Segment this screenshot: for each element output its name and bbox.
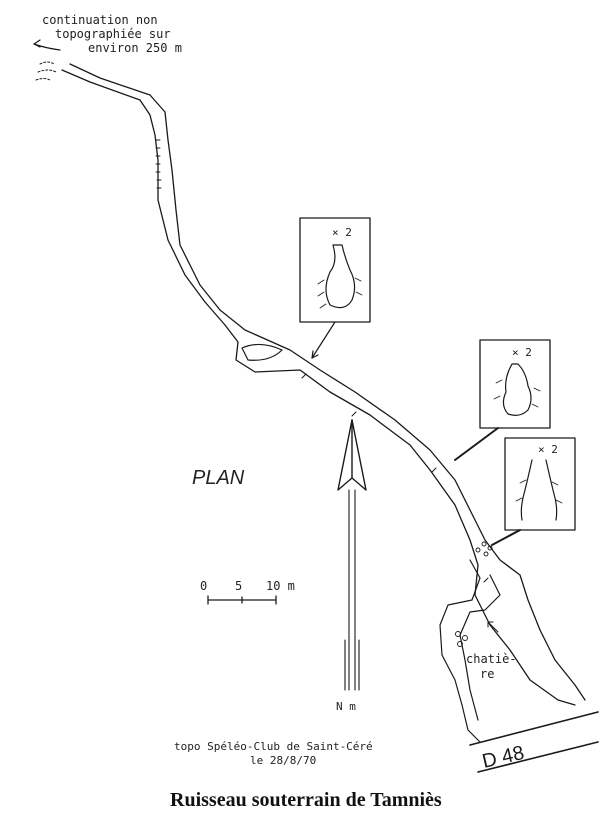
plan-label: PLAN xyxy=(192,467,245,489)
scale-line xyxy=(207,595,277,605)
cross-section-2-pointer xyxy=(454,427,499,461)
branch-blocks xyxy=(455,631,468,647)
note-line-3: environ 250 m xyxy=(88,41,182,55)
chatiere-label-line-2: re xyxy=(480,667,494,681)
road-edge-upper xyxy=(469,711,599,746)
wall-hatching xyxy=(155,139,162,189)
continuation-note: continuation non topographiée sur enviro… xyxy=(33,13,182,81)
cross-section-2-scale: × 2 xyxy=(512,346,532,359)
cross-section-2-profile xyxy=(502,363,532,416)
north-arrow-shaft xyxy=(348,489,356,691)
north-arrow-shaft-outer xyxy=(344,639,360,691)
cave-passage xyxy=(61,63,586,706)
cross-section-1-scale: × 2 xyxy=(332,226,352,239)
scale-tick-10: 10 m xyxy=(266,579,295,593)
cross-section-2-frame xyxy=(479,339,551,429)
scale-bar: 0 5 10 m xyxy=(200,579,295,605)
cross-section-2-hatch xyxy=(493,379,541,408)
branch-outline xyxy=(439,559,501,743)
map-title: Ruisseau souterrain de Tamniès xyxy=(170,789,442,811)
note-line-2: topographiée sur xyxy=(55,27,171,41)
cross-section-1-pointer xyxy=(311,321,336,359)
scale-tick-5: 5 xyxy=(235,579,242,593)
cross-section-2: × 2 xyxy=(454,339,551,461)
pillar-outline xyxy=(241,343,283,361)
cross-section-3-scale: × 2 xyxy=(538,443,558,456)
wall-arrows xyxy=(301,373,489,583)
note-line-1: continuation non xyxy=(42,13,158,27)
passage-left-wall xyxy=(61,69,576,706)
cross-section-1-pointer-head xyxy=(311,350,319,359)
side-branch: chatiè- re xyxy=(439,559,517,743)
passage-right-wall xyxy=(69,63,586,701)
cross-section-1-profile xyxy=(325,244,356,309)
cross-section-3: × 2 xyxy=(491,437,576,546)
cross-section-3-profile xyxy=(520,459,558,521)
chatiere-arrow xyxy=(487,621,499,633)
scale-tick-0: 0 xyxy=(200,579,207,593)
chatiere-label-line-1: chatiè- xyxy=(466,652,517,666)
credits-line-2: le 28/8/70 xyxy=(250,754,316,767)
north-label: N m xyxy=(336,700,356,713)
road: D 48 xyxy=(469,711,599,773)
block-markers xyxy=(475,541,493,557)
cross-section-1-hatch xyxy=(317,277,363,309)
cross-section-3-pointer xyxy=(491,529,521,546)
continuation-arrow xyxy=(33,43,61,51)
continuation-arrow-head xyxy=(33,39,41,48)
cross-section-3-frame xyxy=(504,437,576,531)
road-edge-lower xyxy=(477,741,599,773)
unsurveyed-dashes xyxy=(35,61,57,81)
credits-line-1: topo Spéléo-Club de Saint-Céré xyxy=(174,740,373,753)
cross-section-3-hatch xyxy=(515,479,563,504)
survey-credits: topo Spéléo-Club de Saint-Céré le 28/8/7… xyxy=(174,740,373,767)
cross-section-1: × 2 xyxy=(299,217,371,359)
road-label: D 48 xyxy=(480,742,526,773)
north-arrow: N m xyxy=(336,419,367,713)
